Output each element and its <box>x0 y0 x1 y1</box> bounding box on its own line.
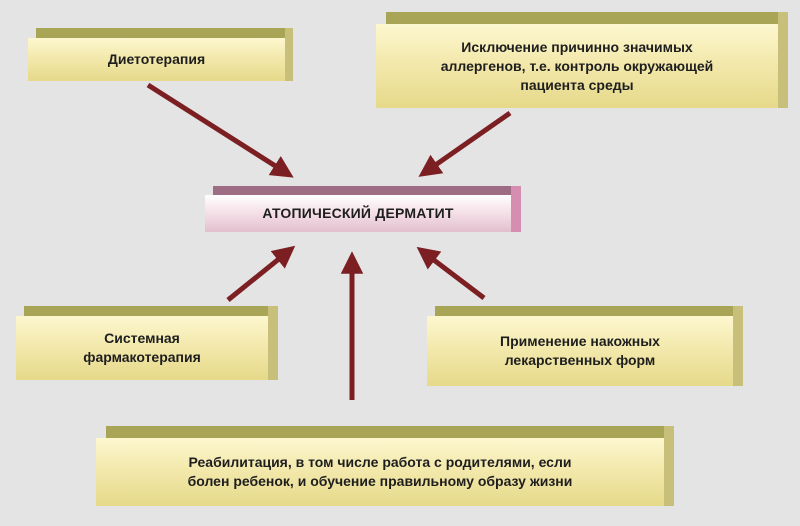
box-pharma: Системная фармакотерапия <box>16 306 278 382</box>
arrow-allergens-to-center <box>418 110 512 177</box>
box-topical-label: Применение накожных лекарственных форм <box>500 333 660 368</box>
center-label: АТОПИЧЕСКИЙ ДЕРМАТИТ <box>262 205 454 221</box>
box-rehab-label: Реабилитация, в том числе работа с родит… <box>187 454 573 489</box>
arrow-topical-to-center <box>416 246 486 300</box>
box-atopic-dermatitis: АТОПИЧЕСКИЙ ДЕРМАТИТ <box>205 186 521 234</box>
box-diet: Диетотерапия <box>28 28 293 83</box>
box-allergens: Исключение причинно значимых аллергенов,… <box>376 12 788 110</box>
box-diet-label: Диетотерапия <box>107 51 206 67</box>
box-rehab: Реабилитация, в том числе работа с родит… <box>96 426 674 508</box>
box-allergens-label: Исключение причинно значимых аллергенов,… <box>440 38 714 93</box>
box-pharma-label: Системная фармакотерапия <box>83 330 201 365</box>
arrow-pharma-to-center <box>226 245 296 302</box>
box-topical: Применение накожных лекарственных форм <box>427 306 743 388</box>
arrow-diet-to-center <box>146 82 294 178</box>
